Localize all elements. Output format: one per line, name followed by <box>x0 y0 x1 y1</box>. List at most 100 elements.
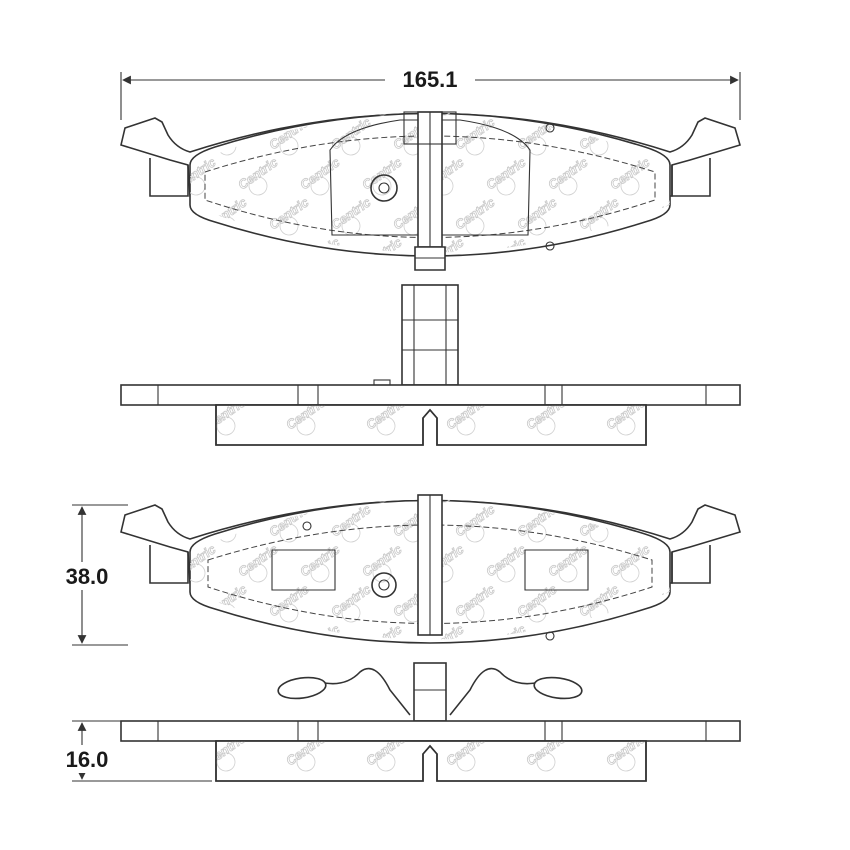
watermark-logo-ring <box>616 752 636 772</box>
abutment-clip-2 <box>413 662 447 722</box>
rivet-hole-3 <box>302 521 312 531</box>
mounting-hole <box>370 174 398 202</box>
watermark-logo-ring <box>372 176 392 196</box>
watermark-logo-ring <box>536 416 556 436</box>
thickness-dimension: 16.0 <box>50 720 212 782</box>
watermark-logo-ring <box>558 563 578 583</box>
watermark-logo-ring <box>617 640 642 665</box>
plate-nub <box>373 379 391 386</box>
rivet-hole-2 <box>545 241 555 251</box>
watermark-logo: Centric <box>297 461 343 499</box>
watermark-logo-ring <box>616 416 636 436</box>
watermark-logo-ring <box>493 253 518 278</box>
watermark-logo-ring <box>248 499 268 503</box>
watermark-logo-ring <box>465 603 485 623</box>
watermark-logo-ring <box>183 640 208 665</box>
watermark-logo-ring <box>216 752 236 772</box>
watermark-logo-ring <box>341 136 361 156</box>
width-label: 165.1 <box>402 67 457 92</box>
watermark-logo: Centric <box>607 461 653 499</box>
width-label-bg <box>385 66 475 92</box>
watermark-logo-ring <box>527 603 547 623</box>
watermark-logo-ring <box>527 216 547 236</box>
width-dimension: 165.1 <box>120 66 741 120</box>
watermark-logo-ring <box>679 480 704 505</box>
shim-right <box>524 549 589 591</box>
backing-plate-side <box>120 384 741 406</box>
watermark-logo-ring <box>456 416 476 436</box>
watermark-logo-ring <box>245 640 270 665</box>
height-label: 38.0 <box>66 564 109 589</box>
watermark-logo: Centric <box>421 461 467 499</box>
watermark-logo: Centric <box>483 461 529 499</box>
watermark-logo: Centric <box>173 621 219 659</box>
watermark-logo-ring <box>536 752 556 772</box>
friction-block-side-outline-2 <box>215 740 647 782</box>
watermark-logo-ring <box>245 253 270 278</box>
backing-plate-left-step <box>149 158 189 197</box>
watermark-logo-ring <box>152 133 177 158</box>
watermark-logo: Centric <box>359 461 405 499</box>
thickness-label-bg <box>50 745 120 773</box>
watermark-logo-ring <box>279 523 299 543</box>
watermark-logo: Centric <box>235 461 281 499</box>
rivet-hole-1 <box>545 123 555 133</box>
mounting-hole-2 <box>371 572 397 598</box>
watermark-logo: Centric <box>607 621 653 659</box>
watermark-logo-ring <box>376 416 396 436</box>
watermark-logo-ring <box>679 560 704 585</box>
watermark-logo-ring <box>216 416 236 436</box>
shim-left <box>271 549 336 591</box>
watermark-logo-ring <box>679 173 704 198</box>
spring-pad-left <box>277 676 327 700</box>
watermark-logo-ring <box>310 112 330 116</box>
watermark-logo-ring <box>558 176 578 196</box>
watermark-logo-ring <box>496 499 516 503</box>
watermark-logo-ring <box>493 640 518 665</box>
watermark-logo-ring <box>527 523 547 543</box>
watermark-logo-ring <box>555 640 580 665</box>
watermark-logo-ring <box>496 563 516 583</box>
watermark-logo-ring <box>620 499 640 503</box>
watermark-logo-ring <box>434 499 454 503</box>
watermark-logo-ring <box>376 752 396 772</box>
height-label-bg <box>50 562 120 590</box>
friction-pad-inner-dashed-2 <box>207 524 653 624</box>
watermark-logo-ring <box>310 499 330 503</box>
watermark-logo-ring <box>555 253 580 278</box>
watermark-logo-ring <box>279 603 299 623</box>
watermark-logo-ring <box>558 112 578 116</box>
watermark-logo: Centric <box>173 461 219 499</box>
shim-outline <box>329 119 531 236</box>
watermark-logo-ring <box>341 603 361 623</box>
watermark-logo-ring <box>190 499 206 503</box>
center-tab <box>403 111 457 145</box>
backing-plate-left-step-2 <box>149 545 189 584</box>
watermark-logo-ring <box>620 176 640 196</box>
watermark-logo: Centric <box>669 234 715 272</box>
watermark-logo-ring <box>190 112 206 116</box>
height-dimension: 38.0 <box>50 504 128 646</box>
watermark-logo-ring <box>465 523 485 543</box>
watermark-logo-ring <box>152 600 177 625</box>
watermark-logo-ring <box>369 640 394 665</box>
watermark-logo-ring <box>558 499 578 503</box>
watermark-logo-ring <box>307 640 332 665</box>
watermark-logo-ring <box>279 136 299 156</box>
watermark-logo-ring <box>434 112 454 116</box>
mounting-hole-inner-2 <box>378 579 390 591</box>
backing-plate-side-2 <box>120 720 741 742</box>
watermark-logo: Centric <box>142 194 188 232</box>
spring-pad-right <box>533 676 583 700</box>
watermark-logo-ring <box>620 563 640 583</box>
backing-plate-right-step <box>671 158 711 197</box>
watermark-logo: Centric <box>173 234 219 272</box>
watermark-logo-ring <box>307 253 332 278</box>
watermark-logo-ring <box>496 112 516 116</box>
watermark-logo-ring <box>617 253 642 278</box>
watermark-logo-ring <box>248 176 268 196</box>
watermark-logo-ring <box>465 216 485 236</box>
